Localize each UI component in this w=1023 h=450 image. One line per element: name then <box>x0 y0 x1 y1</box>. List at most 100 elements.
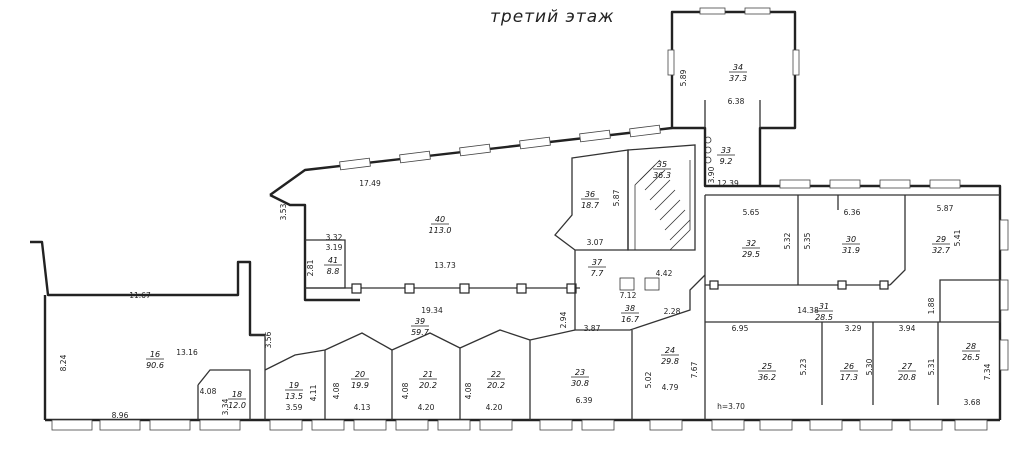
room-number: 31 <box>819 302 829 311</box>
dimension-label: 17.49 <box>359 179 381 188</box>
dimension-label: 7.12 <box>620 291 637 300</box>
dimension-label: 11.67 <box>129 291 151 300</box>
room-number: 32 <box>746 239 756 248</box>
dimension-label: 4.08 <box>401 382 410 399</box>
dimension-label: 5.32 <box>783 232 792 249</box>
room-area: 13.5 <box>285 392 303 401</box>
room-number: 18 <box>232 390 242 399</box>
dimension-label: 5.65 <box>743 208 760 217</box>
room-18: 18 12.0 <box>228 390 246 410</box>
dimension-label: 7.34 <box>983 363 992 380</box>
room-area: 9.2 <box>720 157 733 166</box>
staircase <box>634 159 691 251</box>
dimension-label: 5.31 <box>927 358 936 375</box>
room-area: 12.0 <box>228 401 246 410</box>
room-area: 16.7 <box>621 315 640 324</box>
dimension-label: 2.28 <box>664 307 681 316</box>
room-20: 20 19.9 <box>351 370 369 390</box>
room-area: 20.8 <box>898 373 916 382</box>
room-labels: 3437.3339.23536.33618.740113.0418.8377.7… <box>146 63 980 410</box>
room-number: 34 <box>733 63 743 72</box>
room-19: 19 13.5 <box>285 381 303 401</box>
room-area: 7.7 <box>591 269 605 278</box>
dimension-label: 4.08 <box>464 382 473 399</box>
room-area: 19.9 <box>351 381 369 390</box>
room-area: 18.7 <box>581 201 600 210</box>
dimension-label: 14.38 <box>797 306 819 315</box>
room-area: 20.2 <box>419 381 437 390</box>
dimension-label: 5.41 <box>953 229 962 246</box>
dimension-label: 3.32 <box>326 233 343 242</box>
room-number: 25 <box>762 362 772 371</box>
room-area: 59.7 <box>411 328 430 337</box>
room-area: 29.5 <box>742 250 760 259</box>
dimension-label: 19.34 <box>421 306 443 315</box>
dimension-label: 3.90 <box>707 166 716 183</box>
dimension-label: 4.20 <box>418 403 435 412</box>
dimension-label: 3.94 <box>899 324 916 333</box>
room-number: 36 <box>585 190 595 199</box>
dimension-label: 5.02 <box>644 371 653 388</box>
dimension-label: 5.30 <box>865 358 874 375</box>
dimension-label: 7.67 <box>690 361 699 378</box>
outer-wall-west-upper <box>269 193 360 302</box>
room-35: 35 36.3 <box>653 160 671 180</box>
room-number: 30 <box>846 235 856 244</box>
dimension-label: 12.39 <box>717 179 739 188</box>
dimension-label: 6.95 <box>732 324 749 333</box>
room-number: 28 <box>966 342 976 351</box>
room-21: 21 20.2 <box>419 370 437 390</box>
dimension-label: h=3.70 <box>717 402 745 411</box>
dimension-label: 5.89 <box>679 69 688 86</box>
dimension-label: 4.08 <box>332 382 341 399</box>
room-number: 20 <box>355 370 365 379</box>
dimension-label: 5.87 <box>937 204 954 213</box>
dimension-label: 3.29 <box>845 324 862 333</box>
room-number: 23 <box>575 368 585 377</box>
outer-wall-west <box>30 240 265 337</box>
dimension-label: 3.07 <box>587 238 604 247</box>
room-area: 28.5 <box>815 313 833 322</box>
room-number: 16 <box>150 350 160 359</box>
dimension-label: 13.16 <box>176 348 198 357</box>
room-32: 32 29.5 <box>742 239 760 259</box>
dimension-label: 2.81 <box>306 259 315 276</box>
room-number: 40 <box>435 215 445 224</box>
room-area: 113.0 <box>429 226 452 235</box>
room-number: 22 <box>491 370 501 379</box>
dimension-label: 4.20 <box>486 403 503 412</box>
room-area: 90.6 <box>146 361 164 370</box>
room-number: 21 <box>423 370 433 379</box>
room-area: 31.9 <box>842 246 860 255</box>
room-number: 29 <box>936 235 946 244</box>
dimension-label: 4.11 <box>309 384 318 401</box>
room-31: 31 28.5 <box>815 302 833 322</box>
room-number: 35 <box>657 160 667 169</box>
room-37: 377.7 <box>588 258 606 278</box>
dimension-label: 5.87 <box>612 189 621 206</box>
room-area: 8.8 <box>327 267 340 276</box>
plumbing-symbols <box>619 136 712 291</box>
room-40: 40 113.0 <box>429 215 452 235</box>
room-16: 16 90.6 <box>146 350 164 370</box>
room-number: 39 <box>415 317 425 326</box>
room-number: 19 <box>289 381 299 390</box>
room-area: 36.3 <box>653 171 671 180</box>
outer-wall-north <box>269 126 673 196</box>
dimension-label: 3.68 <box>964 398 981 407</box>
south-windows <box>51 419 988 431</box>
east-windows <box>779 179 1009 371</box>
dimension-label: 1.88 <box>927 297 936 314</box>
dimension-label: 8.96 <box>112 411 129 420</box>
room-number: 37 <box>592 258 603 267</box>
